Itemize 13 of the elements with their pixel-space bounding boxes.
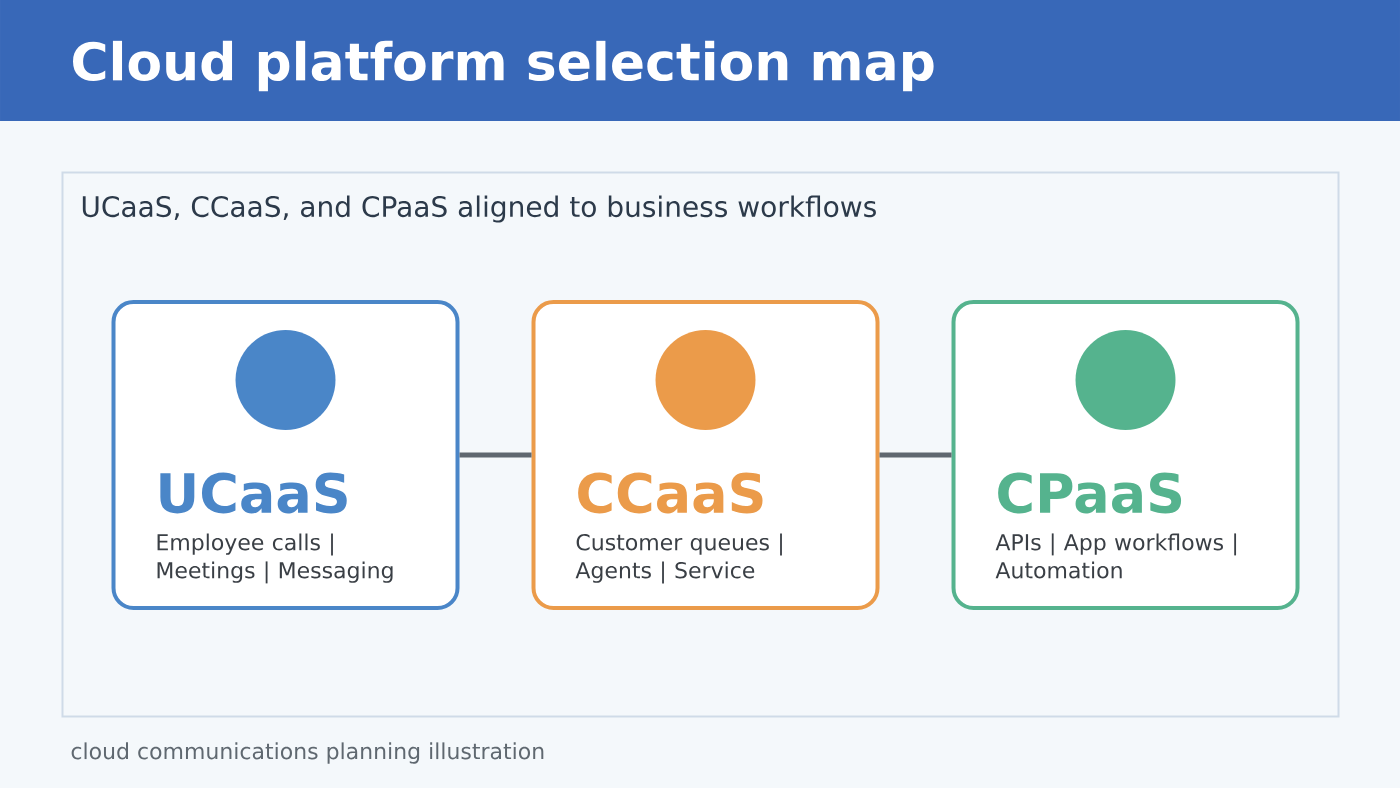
card-description: Employee calls | Meetings | Messaging xyxy=(157,533,393,584)
card-title: CPaaS xyxy=(998,472,1182,514)
card-description: APIs | App workflows | Automation xyxy=(995,533,1237,579)
connector-line xyxy=(459,452,532,458)
connector-line xyxy=(879,452,952,458)
card xyxy=(531,300,880,610)
title: Cloud platform selection map xyxy=(73,40,934,92)
card-title: CCaaS xyxy=(578,472,763,514)
caption: cloud communications planning illustration xyxy=(71,742,544,764)
card xyxy=(951,300,1300,610)
card-title: UCaaS xyxy=(160,472,347,514)
card-description: Customer queues | Agents | Service xyxy=(575,533,782,584)
card xyxy=(111,300,460,610)
